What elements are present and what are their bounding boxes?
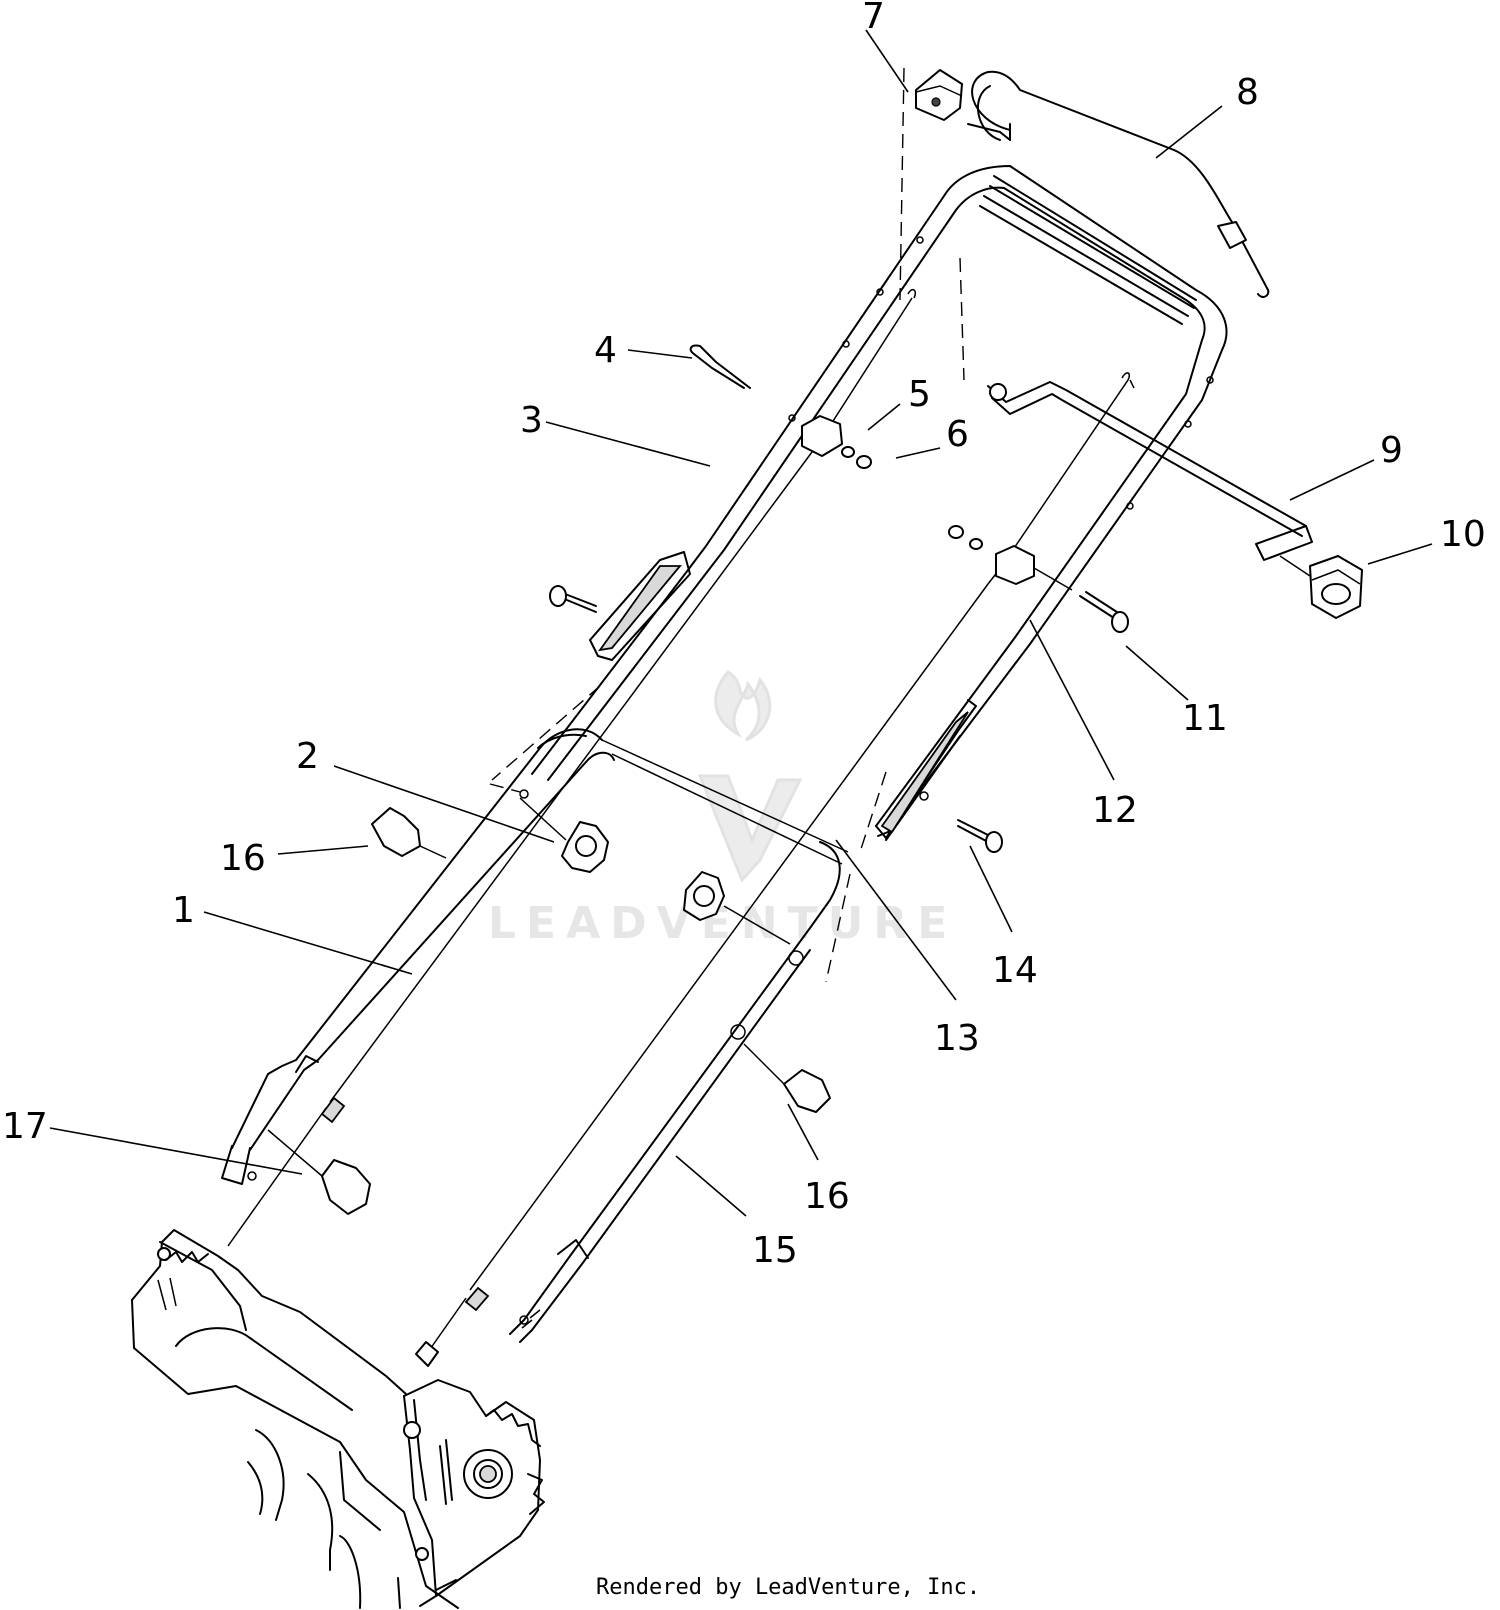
callout-16-upper: 16: [220, 838, 266, 879]
knob-bolt-right-icon: [783, 1069, 831, 1113]
callout-17: 17: [2, 1106, 48, 1147]
nut-icon: [856, 455, 872, 469]
watermark-logo: [697, 670, 803, 883]
callout-11: 11: [1182, 698, 1228, 739]
switch-bracket-icon: [915, 69, 963, 121]
upper-handle: [531, 165, 1228, 841]
hardware: [267, 69, 1363, 1215]
cable-guide-right-icon: [995, 545, 1035, 585]
leader-lines: [49, 29, 1433, 1217]
callout-10: 10: [1440, 514, 1486, 555]
callout-6: 6: [946, 414, 969, 455]
knob-bolt-left-icon: [371, 807, 421, 857]
hairpin-clip-icon: [689, 344, 751, 389]
washer-icon: [841, 446, 855, 458]
footer-credit: Rendered by LeadVenture, Inc.: [596, 1575, 980, 1600]
callout-7: 7: [862, 0, 885, 37]
lower-handle: [221, 728, 849, 1343]
callout-1: 1: [172, 890, 195, 931]
cable-guide-icon: [801, 415, 843, 457]
alignment-lines: [489, 67, 965, 983]
watermark-text: LEADVENTURE: [488, 898, 957, 949]
control-rod: [987, 379, 1313, 561]
callout-5: 5: [908, 374, 931, 415]
callout-4: 4: [594, 330, 617, 371]
carriage-bolt-icon: [1079, 591, 1121, 619]
callout-labels: 1 2 3 4 5 6 7 8 9 10 11 12 13 14 15 16 1…: [2, 0, 1486, 1271]
callout-14: 14: [992, 950, 1038, 991]
callout-15: 15: [752, 1230, 798, 1271]
carriage-bolt-lower-icon: [957, 819, 991, 843]
callout-8: 8: [1236, 72, 1259, 113]
callout-12: 12: [1092, 790, 1138, 831]
bail-handle: [967, 70, 1270, 325]
callout-2: 2: [296, 736, 319, 777]
cable-clip-icon: [321, 1159, 371, 1215]
callout-3: 3: [520, 400, 543, 441]
callout-16-lower: 16: [804, 1176, 850, 1217]
callout-9: 9: [1380, 430, 1403, 471]
callout-13: 13: [934, 1018, 980, 1059]
mower-deck-housing: [131, 1229, 545, 1609]
